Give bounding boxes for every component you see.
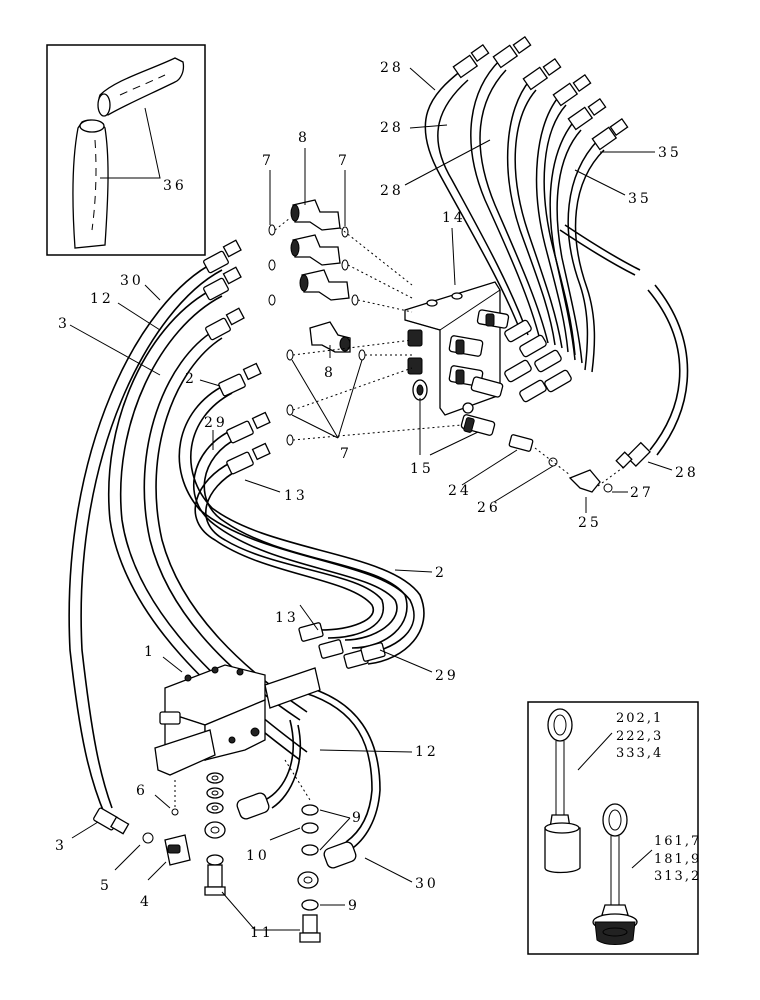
callout-2-right: 2 xyxy=(435,565,447,581)
callout-29-right: 29 xyxy=(435,668,459,684)
callout-29-top: 29 xyxy=(204,415,228,431)
hose-section-upper-end xyxy=(97,93,111,117)
callout-13-top: 13 xyxy=(284,488,308,504)
callout-7-left: 7 xyxy=(262,153,274,169)
tag-lower-line-3: 313,2 xyxy=(654,869,701,884)
callout-7-bottom: 7 xyxy=(340,446,352,462)
callout-28-top: 28 xyxy=(380,60,404,76)
callout-4: 4 xyxy=(140,894,152,910)
callout-8-lower: 8 xyxy=(324,365,336,381)
callout-14: 14 xyxy=(442,210,466,226)
callout-13-mid: 13 xyxy=(275,610,299,626)
callout-35-upper: 35 xyxy=(658,145,682,161)
hose-section-lower-end xyxy=(79,119,105,133)
callout-27: 27 xyxy=(630,485,654,501)
tag-lower-line-2: 181,9 xyxy=(654,852,701,867)
tag-tool-inset: 202,1 222,3 333,4 161,7 181,9 313,2 xyxy=(527,701,701,955)
tag-upper-line-1: 202,1 xyxy=(616,711,663,726)
elbow-fittings-group: 7 8 7 8 7 xyxy=(262,130,463,462)
lower-fittings-group: 6 4 5 9 xyxy=(100,759,364,943)
callout-28-mid: 28 xyxy=(380,120,404,136)
callout-35-lower: 35 xyxy=(628,191,652,207)
main-hose-bundle xyxy=(68,239,425,889)
callout-9-lower: 9 xyxy=(348,898,360,914)
callout-28-right: 28 xyxy=(675,465,699,481)
elbow-fitting-25 xyxy=(568,469,601,493)
callout-1: 1 xyxy=(144,644,156,660)
coupler-bracket-assembly: 14 15 24 26 25 27 xyxy=(404,210,654,531)
tag-upper-line-3: 333,4 xyxy=(616,746,663,761)
callout-10: 10 xyxy=(246,848,270,864)
callout-12-right: 12 xyxy=(415,744,439,760)
callout-12-top: 12 xyxy=(90,291,114,307)
callout-5: 5 xyxy=(100,878,112,894)
hose-detail-inset: 36 xyxy=(46,44,206,256)
tag-upper-line-2: 222,3 xyxy=(616,729,663,744)
callout-2-top: 2 xyxy=(185,371,197,387)
callout-28-low: 28 xyxy=(380,183,404,199)
callout-3-bottom: 3 xyxy=(55,838,67,854)
hose-callouts: 30 12 3 2 29 13 2 13 29 12 30 3 xyxy=(55,273,459,892)
callout-30-bottom: 30 xyxy=(415,876,439,892)
callout-26: 26 xyxy=(477,500,501,516)
callout-30-top: 30 xyxy=(120,273,144,289)
callout-6: 6 xyxy=(136,783,148,799)
callout-25: 25 xyxy=(578,515,602,531)
control-valve: 1 xyxy=(144,644,321,776)
tag-lower-line-1: 161,7 xyxy=(654,834,701,849)
callout-8-top: 8 xyxy=(298,130,310,146)
callout-9-upper: 9 xyxy=(352,810,364,826)
hose-section-lower xyxy=(72,119,109,249)
callout-7-right: 7 xyxy=(338,153,350,169)
callout-15: 15 xyxy=(410,461,434,477)
callout-3-top: 3 xyxy=(58,316,70,332)
callout-36: 36 xyxy=(163,178,187,194)
rear-hose-bundle: 28 28 28 35 35 28 xyxy=(380,35,699,481)
callout-11: 11 xyxy=(250,925,274,941)
callout-24: 24 xyxy=(448,483,472,499)
